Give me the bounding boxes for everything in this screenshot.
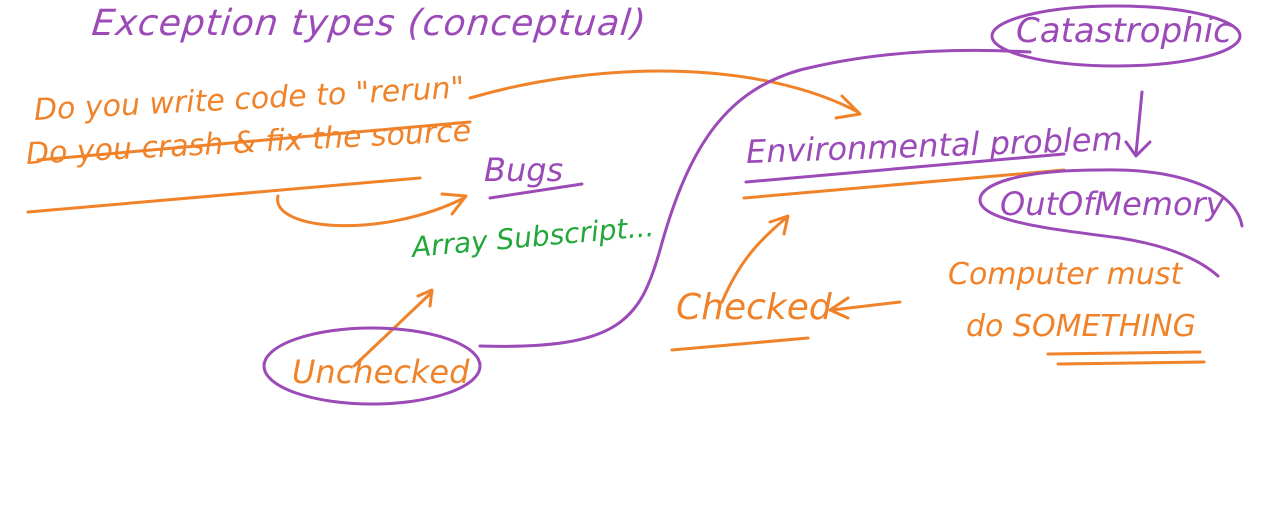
environmental-underline: [744, 152, 1066, 184]
out-of-memory-label: OutOfMemory: [1000, 185, 1225, 223]
bugs-label: Bugs: [484, 151, 564, 189]
unchecked-label: Unchecked: [292, 353, 470, 391]
bugs-underline: [488, 182, 584, 200]
something-underline-2: [1056, 360, 1206, 366]
checked-underline: [670, 336, 810, 352]
diagram-title: Exception types (conceptual): [89, 3, 649, 44]
category-divider-curve: [478, 48, 1032, 348]
checked-label: Checked: [676, 287, 832, 328]
checked-to-environmental-arrow: [720, 216, 788, 304]
rerun-underline: [36, 120, 472, 162]
checked-arrowhead: [828, 296, 850, 320]
unchecked-circle: [262, 326, 482, 406]
crash-underline: [26, 176, 422, 214]
oom-enclosure-right: [1098, 168, 1244, 228]
environmental-arrowhead: [768, 214, 790, 236]
rerun-to-environmental-arrow: [468, 69, 860, 114]
catastrophic-to-oom-arrow: [1134, 90, 1144, 156]
bugs-arrowhead: [440, 192, 468, 216]
something-underline: [1046, 350, 1202, 356]
rerun-arrowhead: [834, 94, 862, 120]
oom-enclosure: [978, 168, 1220, 278]
computer-to-checked-arrow: [830, 300, 902, 312]
array-arrowhead: [416, 288, 434, 308]
computer-must-label: Computer must: [948, 257, 1183, 292]
catastrophic-label: Catastrophic: [1016, 11, 1232, 51]
catastrophic-circle: [990, 4, 1242, 68]
oom-arrowhead: [1124, 140, 1152, 158]
do-something-label: do SOMETHING: [966, 309, 1196, 344]
environmental-underline-2: [742, 168, 1066, 200]
crash-to-bugs-arrow: [276, 194, 466, 228]
